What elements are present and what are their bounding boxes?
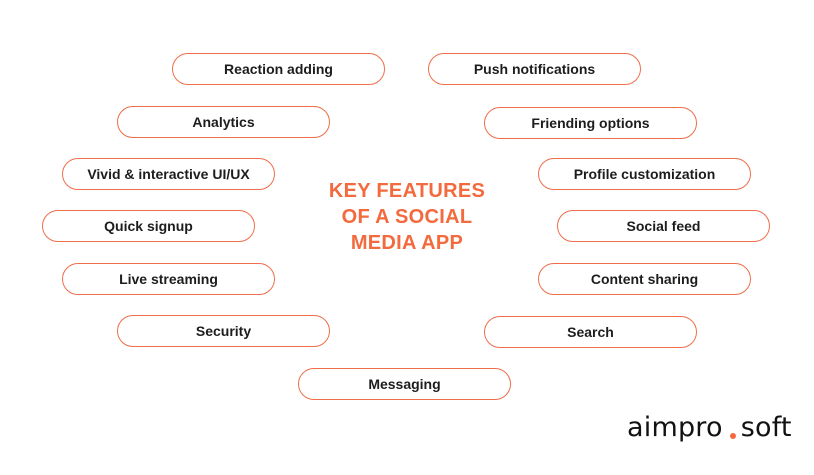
logo-dot-icon [729, 433, 736, 439]
feature-quick-signup: Quick signup [42, 210, 255, 242]
logo-text-part1: aimpro [627, 412, 723, 443]
aimprosoft-logo: aimpro soft [627, 412, 792, 446]
feature-vivid-ui-ux: Vivid & interactive UI/UX [62, 158, 275, 190]
diagram-title: KEY FEATURES OF A SOCIAL MEDIA APP [312, 178, 502, 256]
feature-content-sharing: Content sharing [538, 263, 751, 295]
feature-push-notifications: Push notifications [428, 53, 641, 85]
feature-reaction-adding: Reaction adding [172, 53, 385, 85]
feature-friending-options: Friending options [484, 107, 697, 139]
feature-search: Search [484, 316, 697, 348]
feature-messaging: Messaging [298, 368, 511, 400]
feature-live-streaming: Live streaming [62, 263, 275, 295]
feature-profile-customization: Profile customization [538, 158, 751, 190]
title-line-3: MEDIA APP [350, 232, 464, 254]
feature-social-feed: Social feed [557, 210, 770, 242]
title-line-2: OF A SOCIAL [341, 206, 473, 228]
title-line-1: KEY FEATURES [328, 180, 486, 202]
logo-text-part2: soft [740, 412, 792, 443]
feature-security: Security [117, 315, 330, 347]
feature-analytics: Analytics [117, 106, 330, 138]
